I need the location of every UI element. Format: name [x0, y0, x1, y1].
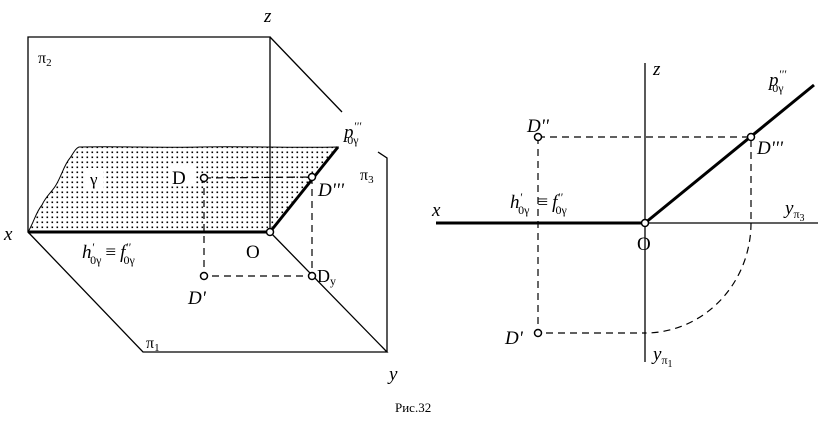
frontal-plane-pi2 [27, 36, 271, 232]
label-D3: D''' [756, 138, 784, 159]
label-D2: D'' [526, 116, 550, 137]
projection-arc [644, 222, 752, 334]
label-D1: D' [187, 288, 207, 309]
label-D1: D' [504, 328, 524, 349]
profile-plane-edge [377, 151, 388, 352]
label-O: O [246, 242, 260, 263]
point-D2 [533, 132, 543, 142]
axonometric-view: z x y π2 π1 π3 γ D D''' D' Dy O p'''0γ h… [3, 6, 398, 385]
label-gamma: γ [89, 170, 98, 189]
point-D3 [746, 132, 756, 142]
horizontal-plane-pi1 [27, 231, 389, 353]
point-D3 [307, 172, 317, 182]
origin-O [265, 227, 275, 237]
plane-gamma [27, 146, 340, 233]
label-h-equiv-f: h'0γ≡f''0γ [510, 190, 568, 217]
projection-lines-lower [537, 137, 645, 334]
label-Dy: Dy [317, 266, 336, 288]
label-x: x [431, 200, 441, 221]
point-D1 [199, 271, 209, 281]
label-h-equiv-f: h'0γ≡f''0γ [82, 240, 136, 267]
label-p0gamma: p'''0γ [342, 119, 362, 147]
label-pi3: π3 [360, 167, 374, 186]
orthographic-view: z x yπ3 yπ1 D'' D''' D' O p'''0γ h'0γ≡f'… [431, 59, 818, 370]
label-z: z [263, 6, 272, 27]
label-O: O [637, 234, 651, 255]
label-p0gamma: p'''0γ [767, 67, 787, 95]
origin-O [640, 218, 650, 228]
figure-caption: Рис.32 [395, 400, 431, 415]
label-y-pi1: yπ1 [651, 344, 673, 370]
label-D: D [172, 168, 186, 189]
top-diagonal [269, 36, 343, 113]
label-pi2: π2 [38, 50, 52, 69]
label-x: x [3, 224, 13, 245]
projection-lines [538, 136, 752, 223]
point-Dy [307, 271, 317, 281]
trace-p-line [644, 83, 815, 225]
trace-p-line [268, 146, 340, 233]
point-D1 [533, 328, 543, 338]
label-D3: D''' [317, 180, 345, 201]
point-D [199, 173, 209, 183]
label-y: y [387, 364, 398, 385]
label-y-pi3: yπ3 [783, 198, 805, 224]
label-pi1: π1 [146, 335, 160, 354]
label-z: z [652, 59, 661, 80]
